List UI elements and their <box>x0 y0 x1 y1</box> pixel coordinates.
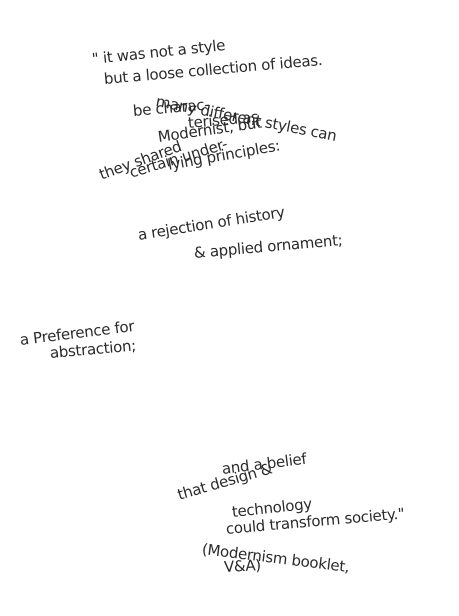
quote-line-13: abstraction; <box>49 336 137 362</box>
quote-line-11: & applied ornament; <box>193 231 344 262</box>
quote-line-19: V&A) <box>223 556 262 576</box>
